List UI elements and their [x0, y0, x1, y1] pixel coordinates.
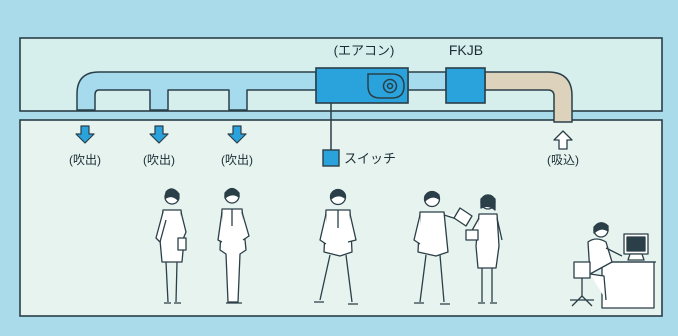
outlet-label: (吹出) [143, 153, 175, 167]
office-desk-worker [570, 222, 656, 309]
arrow-down-icon [149, 125, 169, 144]
switch-label: スイッチ [344, 151, 396, 166]
fkjb-unit [445, 67, 486, 104]
square-icon [322, 149, 340, 167]
outlet-label: (吹出) [69, 153, 101, 167]
man-figure [217, 187, 250, 304]
man-with-document-figure [413, 190, 473, 305]
outlet-label: (吹出) [221, 153, 253, 167]
fkjb-label: FKJB [449, 42, 483, 58]
fan-icon [367, 73, 405, 99]
duct-connector [407, 71, 447, 91]
aircon-label: (エアコン) [334, 43, 395, 58]
woman-figure [155, 188, 187, 304]
arrow-down-icon [227, 125, 247, 144]
woman-with-folder-figure [465, 194, 503, 304]
aircon-unit [315, 67, 409, 104]
return-duct [484, 71, 573, 123]
arrow-up-icon [553, 130, 573, 150]
walking-man-figure [314, 188, 358, 305]
supply-duct [76, 71, 317, 111]
arrow-down-icon [75, 125, 95, 144]
intake-label: (吸込) [547, 153, 579, 167]
